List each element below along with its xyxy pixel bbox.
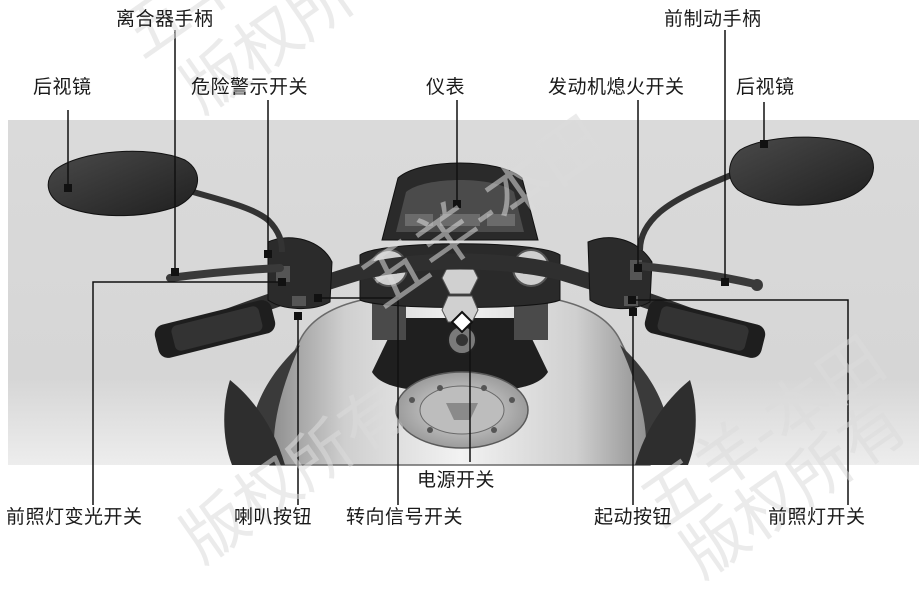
right-switch-housing <box>587 237 653 310</box>
leader-markers <box>64 140 768 320</box>
left-switch-housing <box>267 237 333 310</box>
label-ignition-switch: 电源开关 <box>417 469 496 491</box>
label-hazard-switch: 危险警示开关 <box>191 76 309 98</box>
right-grip <box>644 300 766 358</box>
label-front-brake-lever: 前制动手柄 <box>664 8 762 30</box>
label-mirror-right: 后视镜 <box>736 76 795 98</box>
motorcycle-illustration <box>8 30 919 505</box>
label-horn-button: 喇叭按钮 <box>234 506 313 528</box>
brake-lever-shape <box>636 262 759 288</box>
leader-headlight <box>632 299 849 505</box>
label-start-button: 起动按钮 <box>594 506 673 528</box>
tank-lower-left <box>224 380 285 465</box>
tank-center-panel <box>372 318 548 392</box>
mirror-right-shape <box>729 136 874 206</box>
label-turn-signal-switch: 转向信号开关 <box>346 506 464 528</box>
mirror-stem-left <box>169 182 285 253</box>
leader-turn <box>318 297 399 505</box>
label-headlight-switch: 前照灯开关 <box>768 506 866 528</box>
label-clutch-lever: 离合器手柄 <box>116 8 214 30</box>
handlebar <box>162 253 758 346</box>
leader-lines <box>67 30 849 505</box>
leader-dimmer <box>92 281 282 505</box>
mirror-stem-right <box>637 165 750 251</box>
label-dimmer-switch: 前照灯变光开关 <box>6 506 143 528</box>
diagram-canvas: 五羊-本田 版权所有 五羊-本田 版权所有 五羊-本田 版权所有 离合器手柄 前… <box>6 0 919 593</box>
mirror-left-shape <box>47 150 199 217</box>
clutch-lever-shape <box>166 264 284 282</box>
tank-lower-right <box>635 380 696 465</box>
label-meter: 仪表 <box>426 76 466 98</box>
left-grip <box>154 300 276 358</box>
label-engine-stop-switch: 发动机熄火开关 <box>548 76 685 98</box>
ignition-marker <box>450 310 474 334</box>
label-mirror-left: 后视镜 <box>33 76 92 98</box>
